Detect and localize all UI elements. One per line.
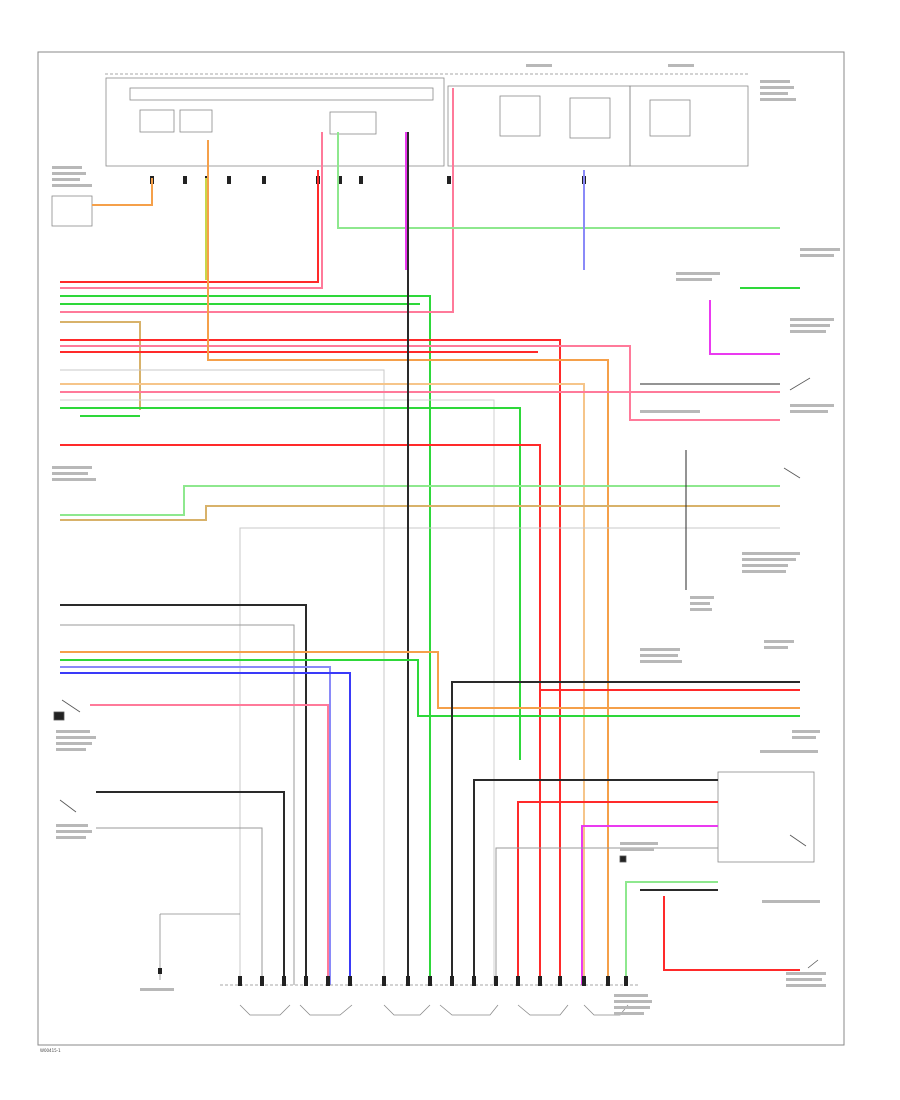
figure-id: W00415-1: [40, 1048, 61, 1053]
wire-blue: [60, 672, 351, 985]
wire-black-2: [60, 604, 307, 985]
wire-light-gray: [60, 399, 495, 985]
wire-black-5: [473, 779, 718, 985]
wire-black-3: [96, 791, 285, 985]
wire-orange-3: [92, 178, 153, 206]
wire-tan-1: [60, 321, 141, 410]
wire-magenta-3: [709, 300, 780, 355]
wire-black-4: [451, 681, 800, 985]
wire-pink-4: [90, 704, 329, 985]
wire-orange-2: [60, 651, 800, 709]
wire-red-top: [60, 170, 319, 283]
wire-green-5: [60, 659, 800, 717]
wire-pink-mid: [60, 88, 454, 313]
wire-light-green-2: [337, 132, 780, 229]
diagram-border: [37, 51, 845, 1046]
wire-red-7: [663, 896, 800, 971]
wire-red-4: [60, 444, 541, 985]
wire-gray-3: [60, 624, 295, 985]
wire-magenta-2: [581, 825, 718, 985]
wire-pink-2: [60, 345, 780, 421]
wire-green-top-1: [60, 295, 431, 985]
module-pins: [150, 176, 586, 184]
wire-light-green-3: [625, 881, 718, 985]
wire-red-2: [60, 339, 561, 985]
wire-pink-top: [60, 132, 323, 289]
wire-gray-4: [96, 827, 263, 985]
label-marks: [52, 64, 840, 1015]
top-modules: [51, 73, 815, 863]
bottom-pins: [158, 968, 628, 986]
bottom-connector: [159, 913, 640, 1016]
wire-green-4: [60, 407, 521, 760]
wire-gray-1: [60, 369, 385, 985]
switch-symbols: [53, 377, 819, 969]
wire-light-orange: [60, 383, 585, 985]
wire-gray-2: [239, 527, 780, 985]
wire-red-6: [517, 801, 718, 985]
wire-tan-2: [60, 505, 780, 521]
wires: [60, 88, 800, 985]
wire-light-green-1: [60, 485, 780, 516]
wire-light-blue: [60, 666, 331, 985]
